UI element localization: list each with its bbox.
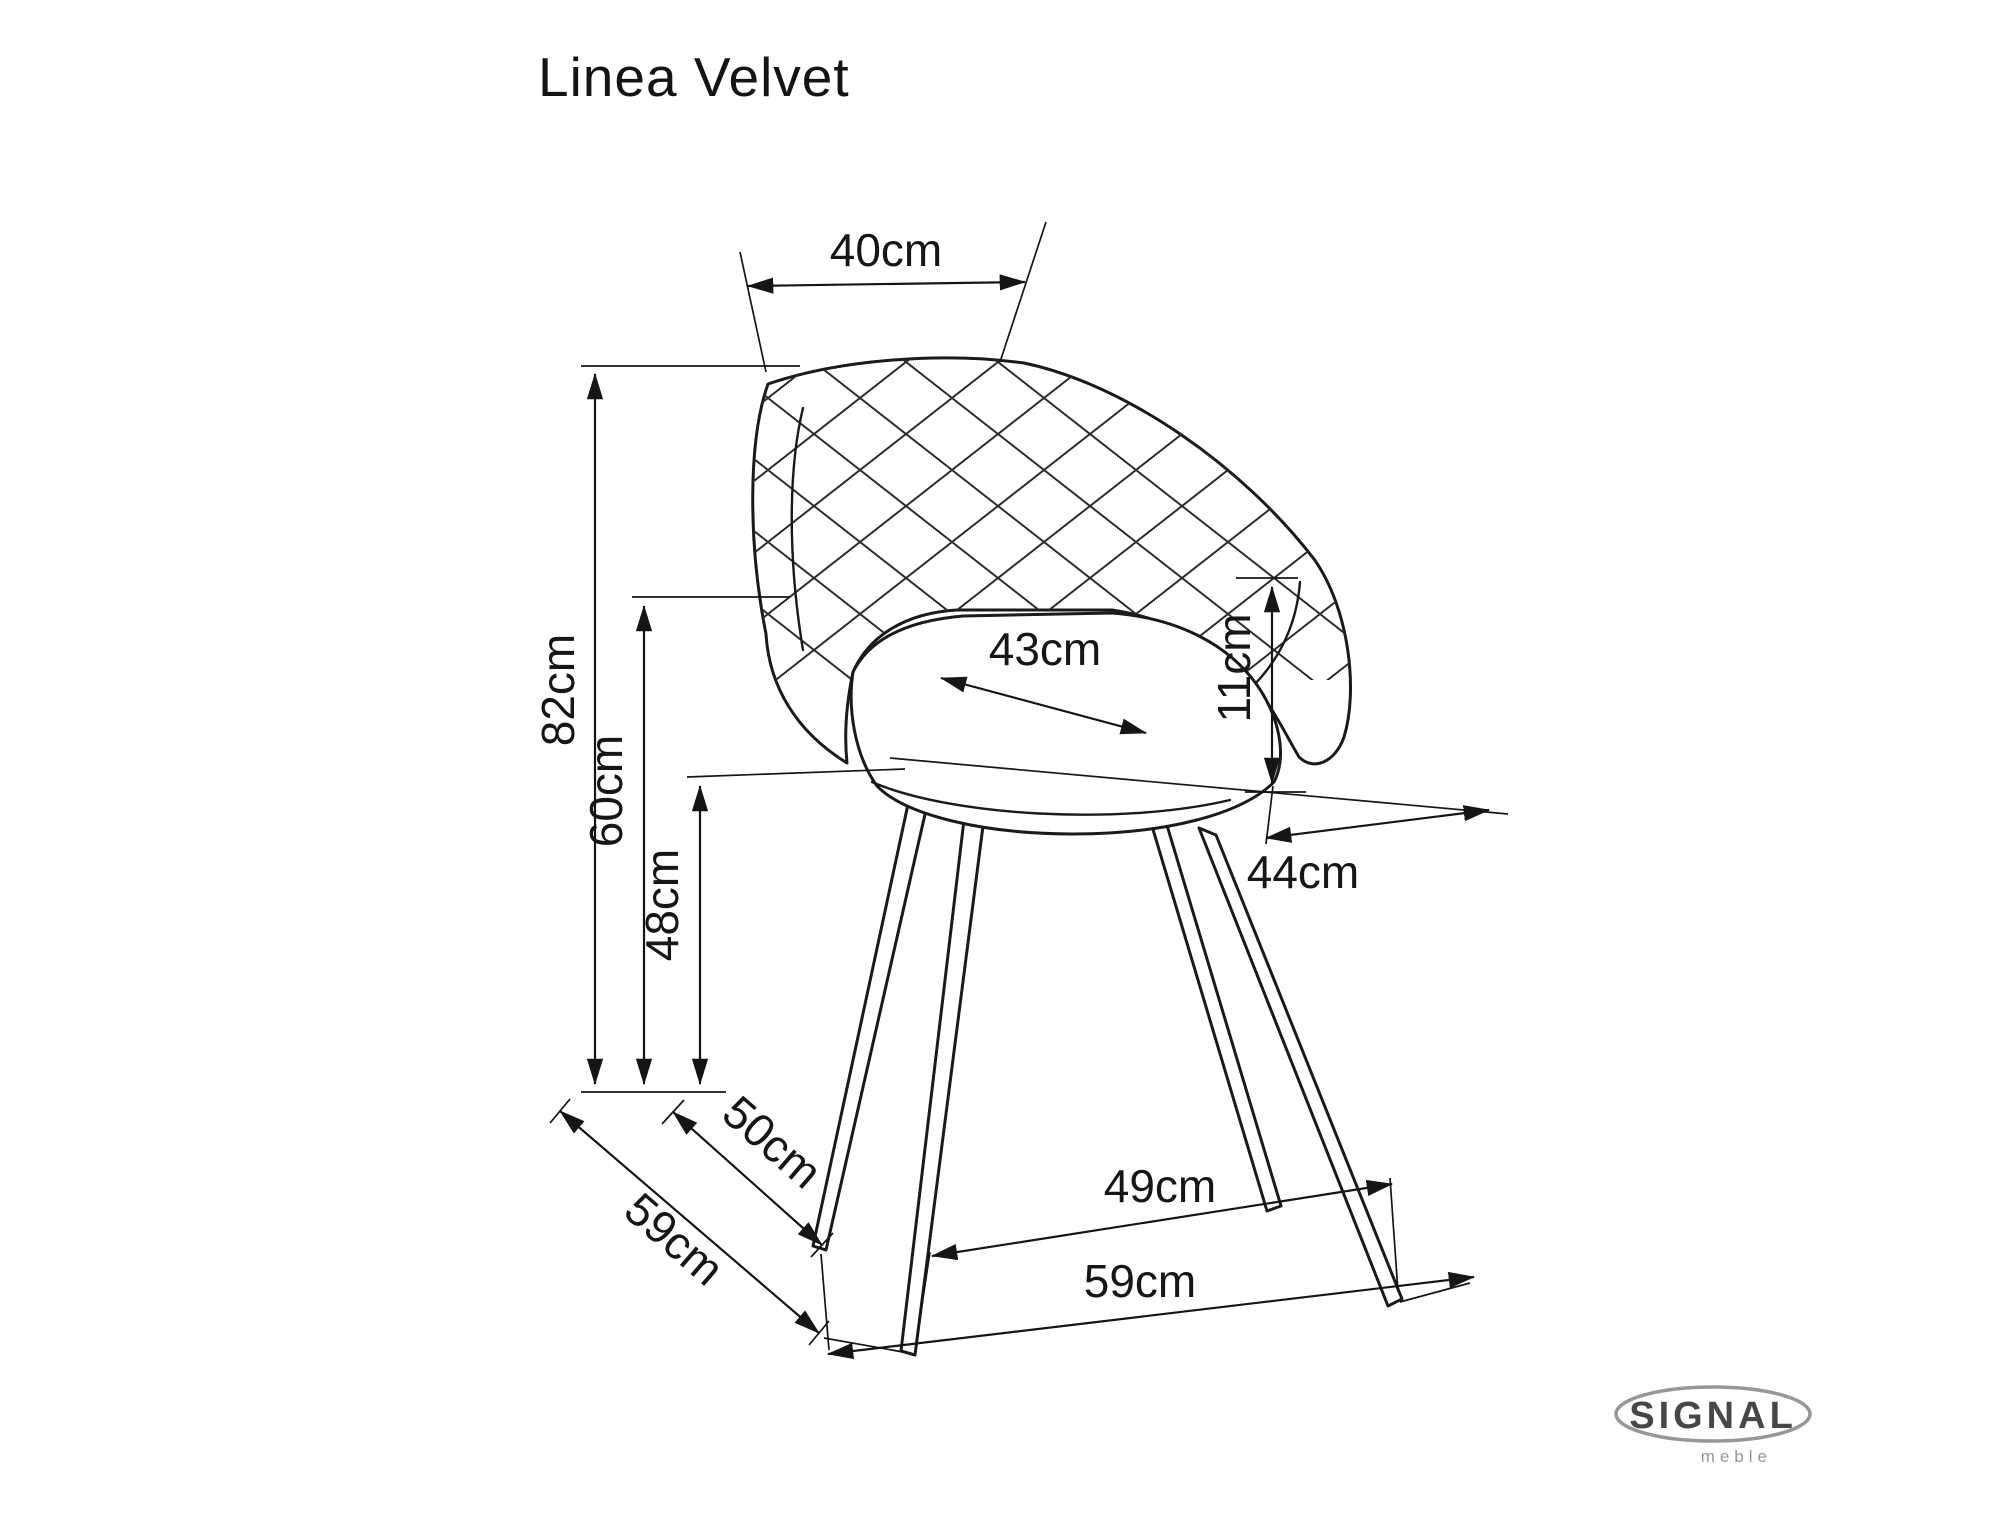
dim-seat-depth: 44cm <box>889 757 1509 898</box>
dim-overall-width-ext-left <box>820 1253 830 1351</box>
chair-leg-left-back <box>811 793 930 1252</box>
dim-back-top-width-ext-left <box>739 251 767 373</box>
dim-seat-width-label: 43cm <box>989 623 1101 675</box>
dim-seat-height-label: 48cm <box>636 849 688 961</box>
dim-back-top-width-arrow <box>746 274 1027 294</box>
dim-seat-depth-label: 44cm <box>1247 846 1359 898</box>
dim-total-height: 82cm <box>532 365 800 1093</box>
chair-leg-left-front <box>899 818 985 1357</box>
dim-overall-width-bottom-arrow <box>826 1271 1476 1360</box>
dim-cushion-side-height-label: 11cm <box>1208 613 1260 722</box>
dim-total-height-label: 82cm <box>532 634 584 746</box>
dim-back-top-width: 40cm <box>739 221 1047 373</box>
dim-back-top-width-ext-right <box>999 221 1047 363</box>
signal-logo-ellipse <box>1614 1385 1812 1443</box>
dim-seat-depth-arrow <box>1264 805 1491 843</box>
signal-logo: SIGNAL meble <box>1614 1385 1812 1466</box>
dim-seat-width: 43cm <box>939 623 1148 735</box>
signal-logo-name: SIGNAL <box>1629 1395 1797 1437</box>
page-title: Linea Velvet <box>538 46 850 108</box>
dim-backrest-height: 60cm <box>580 596 790 1086</box>
chair-inner-left-arm-line <box>790 406 805 652</box>
dim-overall-width-bottom: 59cm <box>820 1253 1476 1360</box>
dim-seat-height: 48cm <box>636 768 906 1086</box>
dim-back-top-width-label: 40cm <box>830 224 942 276</box>
dim-seat-depth-ext-long <box>889 757 1509 815</box>
chair-seat-seam <box>870 780 1232 816</box>
dim-overall-depth-left-label: 59cm <box>615 1182 734 1295</box>
chair-inner-right-arm-line <box>1252 580 1302 687</box>
dim-front-leg-span-label: 49cm <box>1104 1160 1216 1212</box>
dim-front-leg-span: 49cm <box>915 1160 1399 1346</box>
dim-overall-width-ext-right <box>1399 1282 1471 1303</box>
signal-logo-tagline: meble <box>1701 1447 1772 1466</box>
dim-overall-depth-left-arrow <box>559 1110 820 1334</box>
dim-front-leg-span-arrow <box>930 1179 1394 1261</box>
dim-seat-width-arrow <box>939 676 1148 735</box>
dim-seat-height-tick-top <box>686 768 906 778</box>
dim-cushion-side-height: 11cm <box>1208 577 1306 793</box>
dim-base-inner-depth-label: 50cm <box>713 1085 832 1198</box>
dim-overall-width-bottom-label: 59cm <box>1084 1255 1196 1307</box>
dim-backrest-height-label: 60cm <box>580 735 632 847</box>
dim-seat-depth-ext-left <box>1265 785 1274 845</box>
